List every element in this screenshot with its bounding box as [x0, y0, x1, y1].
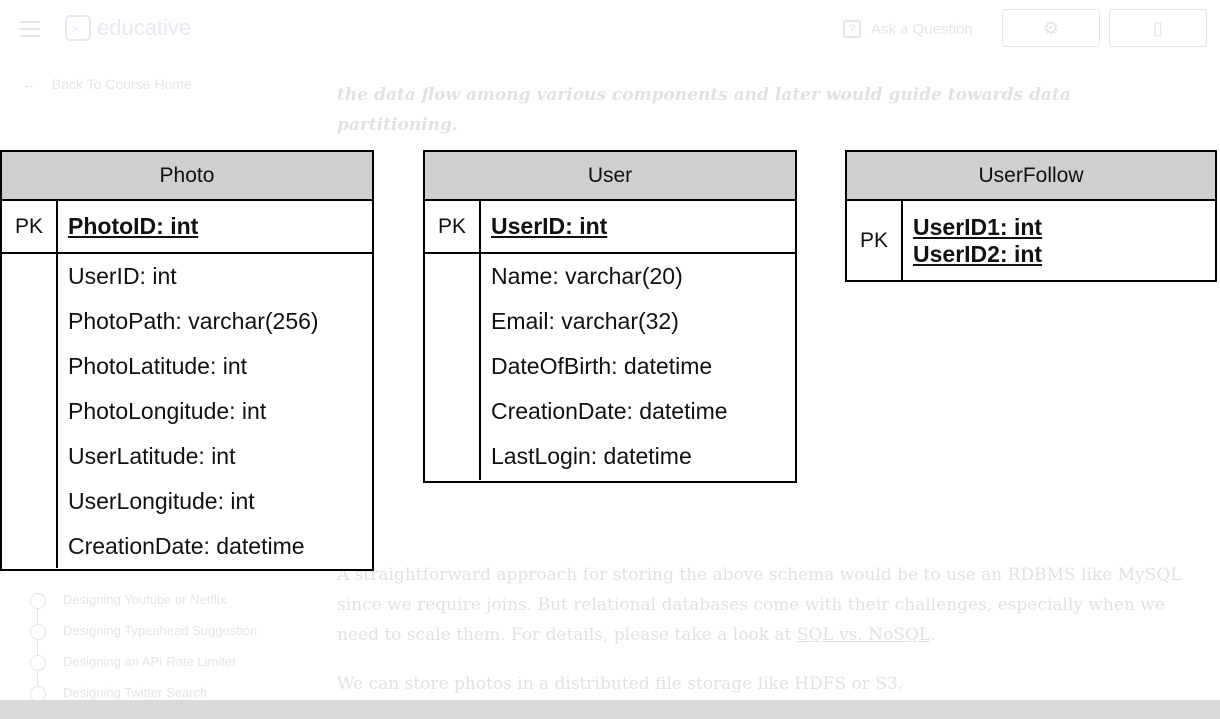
arrow-left-icon: ←: [22, 76, 36, 92]
sql-vs-nosql-link[interactable]: SQL vs. NoSQL: [796, 625, 931, 645]
userfollow-table-title: UserFollow: [847, 152, 1215, 201]
logo[interactable]: >_ educative: [65, 15, 191, 41]
photo-field: PhotoLongitude: int: [68, 398, 267, 424]
photo-field: CreationDate: datetime: [68, 533, 305, 559]
gear-icon: ⚙: [1042, 17, 1060, 38]
hamburger-icon[interactable]: [20, 21, 40, 37]
clipboard-button[interactable]: ▯: [1109, 9, 1207, 47]
toc-item[interactable]: Designing Twitter Search: [30, 681, 257, 717]
ask-question-label: Ask a Question: [871, 20, 973, 38]
user-field: LastLogin: datetime: [491, 443, 692, 469]
pk-label: PK: [847, 201, 903, 280]
user-table-title: User: [425, 152, 795, 201]
pk-column-empty: [2, 254, 58, 568]
photo-field: UserLongitude: int: [68, 488, 255, 514]
paragraph-italic: the data flow among various components a…: [337, 85, 1071, 135]
back-to-course-link[interactable]: ← Back To Course Home: [22, 76, 192, 92]
user-primary-key: UserID: int: [491, 213, 608, 239]
photo-field: PhotoPath: varchar(256): [68, 308, 319, 334]
user-fields-row: Name: varchar(20) Email: varchar(32) Dat…: [425, 254, 795, 480]
user-pk-row: PK UserID: int: [425, 201, 795, 254]
photo-fields-row: UserID: int PhotoPath: varchar(256) Phot…: [2, 254, 372, 568]
userfollow-primary-key: UserID2: int: [913, 240, 1043, 267]
back-label: Back To Course Home: [51, 76, 192, 92]
photo-table: Photo PK PhotoID: int UserID: int PhotoP…: [0, 150, 374, 571]
question-icon: ?: [843, 20, 861, 38]
top-bar: >_ educative ? Ask a Question ⚙ ▯: [0, 0, 1220, 58]
photo-pk-row: PK PhotoID: int: [2, 201, 372, 254]
clipboard-icon: ▯: [1153, 17, 1163, 38]
photo-table-title: Photo: [2, 152, 372, 201]
photo-field: UserID: int: [68, 263, 177, 289]
user-field: Name: varchar(20): [491, 263, 683, 289]
user-table: User PK UserID: int Name: varchar(20) Em…: [423, 150, 797, 483]
course-toc: Designing Youtube or Netflix Designing T…: [30, 588, 257, 717]
user-field: Email: varchar(32): [491, 308, 679, 334]
photo-field: PhotoLatitude: int: [68, 353, 248, 379]
userfollow-primary-key: UserID1: int: [913, 213, 1043, 240]
paragraph-rdbms: A straightforward approach for storing t…: [337, 565, 1182, 645]
toc-item[interactable]: Designing Youtube or Netflix: [30, 588, 257, 624]
userfollow-table: UserFollow PK UserID1: int UserID2: int: [845, 150, 1217, 282]
settings-button[interactable]: ⚙: [1002, 9, 1100, 47]
photo-field: UserLatitude: int: [68, 443, 236, 469]
paragraph-storage: We can store photos in a distributed fil…: [337, 674, 904, 694]
logo-terminal-icon: >_: [65, 15, 91, 41]
toc-item[interactable]: Designing Typeahead Suggestion: [30, 619, 257, 655]
pk-column-empty: [425, 254, 481, 480]
bottom-fade: [0, 700, 1220, 719]
photo-primary-key: PhotoID: int: [68, 213, 199, 239]
user-field: DateOfBirth: datetime: [491, 353, 713, 379]
pk-label: PK: [2, 201, 58, 252]
pk-label: PK: [425, 201, 481, 252]
logo-text: educative: [97, 15, 192, 40]
paragraph-rdbms-text: A straightforward approach for storing t…: [337, 565, 1182, 645]
toc-item[interactable]: Designing an API Rate Limiter: [30, 650, 257, 686]
ask-question-button[interactable]: ? Ask a Question: [843, 20, 973, 38]
userfollow-pk-row: PK UserID1: int UserID2: int: [847, 201, 1215, 280]
user-field: CreationDate: datetime: [491, 398, 728, 424]
